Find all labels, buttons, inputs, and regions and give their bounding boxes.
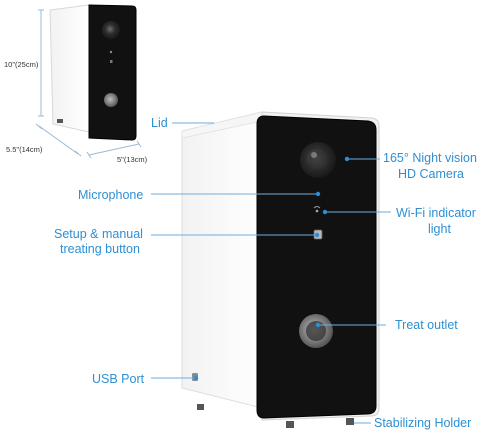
- usb-port-label: USB Port: [92, 372, 145, 386]
- setup-button-label-line2: treating button: [60, 242, 140, 256]
- main-device: [181, 111, 380, 428]
- wifi-indicator-label-line2: light: [428, 222, 451, 236]
- width-dimension-label: 5"(13cm): [117, 155, 148, 164]
- depth-dimension-label: 5.5"(14cm): [6, 145, 43, 154]
- small-device: [49, 4, 137, 141]
- treat-outlet-label: Treat outlet: [395, 318, 458, 332]
- height-dimension-label: 10"(25cm): [4, 60, 39, 69]
- camera-label-line1: 165° Night vision: [383, 151, 477, 165]
- lid-label: Lid: [151, 116, 168, 130]
- camera-label-line2: HD Camera: [398, 167, 464, 181]
- dimension-lines: [35, 9, 142, 159]
- wifi-indicator-label-line1: Wi-Fi indicator: [396, 206, 476, 220]
- stabilizing-holder-label: Stabilizing Holder: [374, 416, 472, 430]
- callout-dots: [193, 156, 350, 381]
- callout-lines: [151, 122, 391, 424]
- setup-button-label-line1: Setup & manual: [54, 227, 143, 241]
- microphone-label: Microphone: [78, 188, 144, 202]
